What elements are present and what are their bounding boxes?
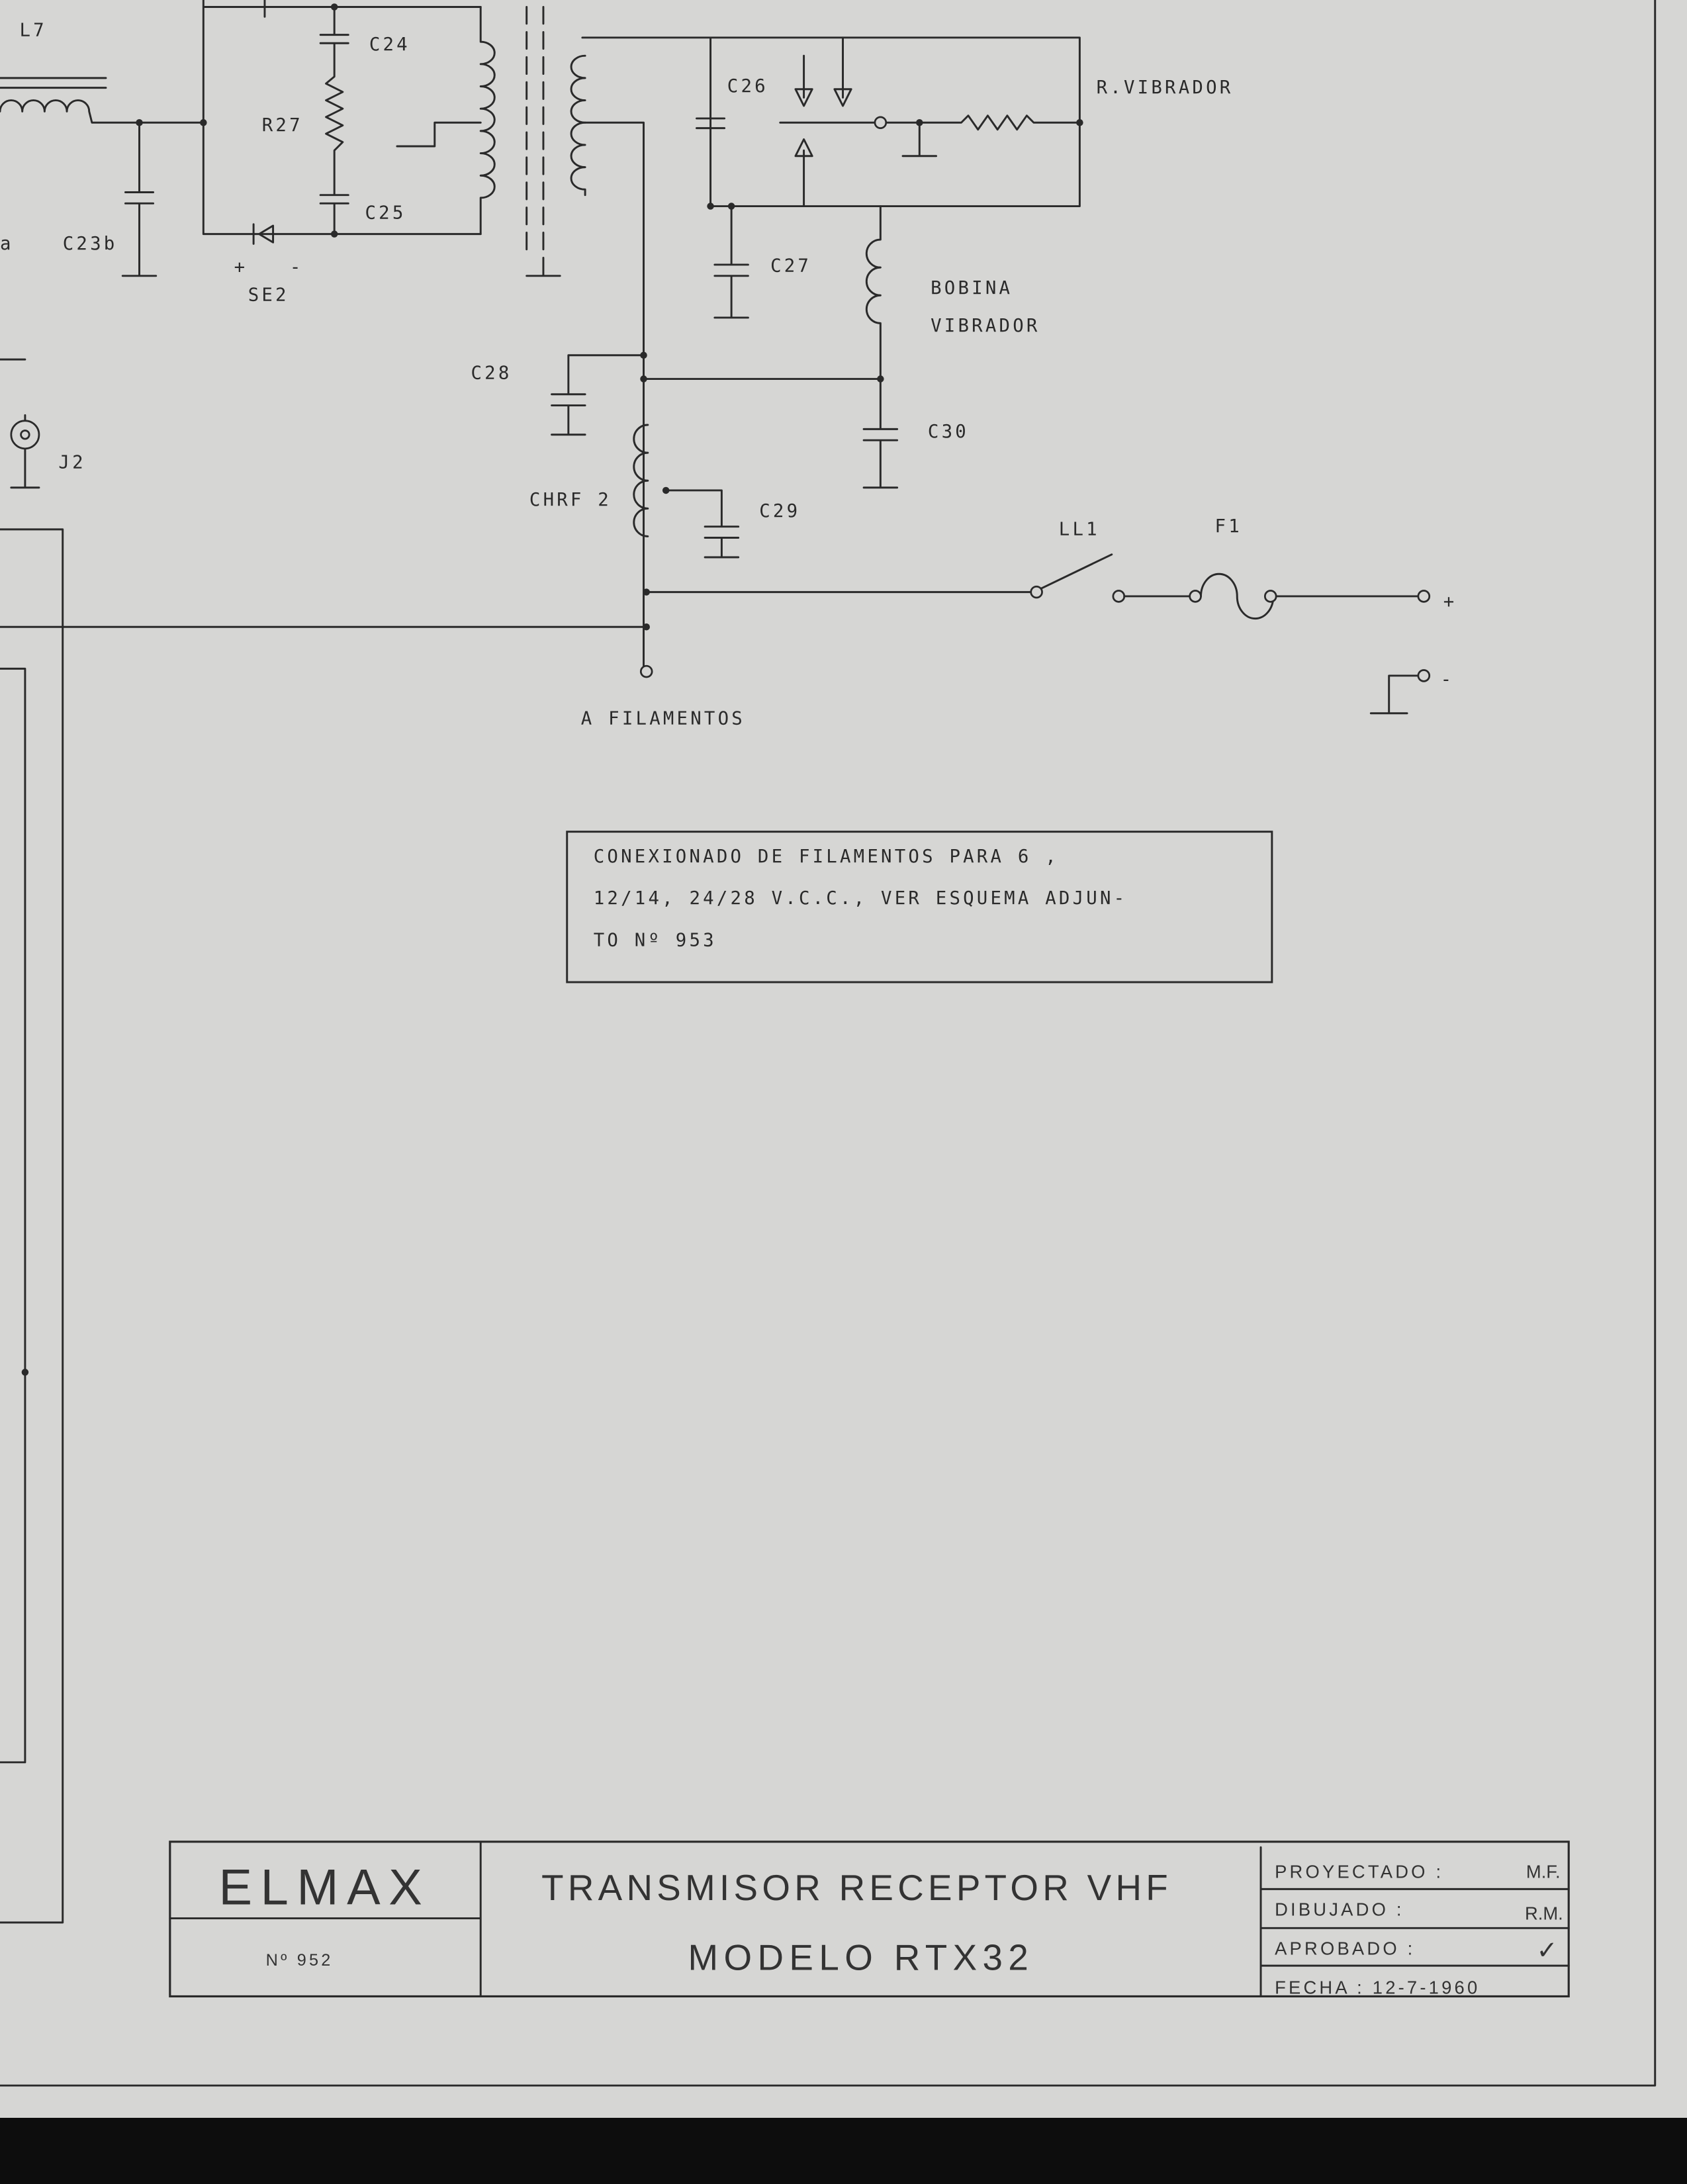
fuse-f1 bbox=[1123, 572, 1420, 620]
title-line-2: MODELO RTX32 bbox=[688, 1936, 1034, 1978]
scan-border bbox=[0, 2118, 1687, 2184]
label-chrf2: CHRF 2 bbox=[529, 490, 612, 510]
component-labels: L7 C24 R27 C25 a C23b + - SE2 C26 R.VIBR… bbox=[0, 21, 1457, 729]
label-c25: C25 bbox=[365, 203, 406, 223]
inductor-l7 bbox=[0, 99, 205, 124]
dibujado-value: R.M. bbox=[1525, 1903, 1563, 1924]
switch-ll1 bbox=[645, 553, 1113, 594]
label-c29: C29 bbox=[759, 501, 800, 522]
label-minus-terminal: - bbox=[1441, 670, 1455, 690]
note-box: CONEXIONADO DE FILAMENTOS PARA 6 , 12/14… bbox=[566, 831, 1273, 983]
label-c28: C28 bbox=[471, 363, 512, 384]
capacitor-c27 bbox=[713, 205, 749, 319]
label-l7: L7 bbox=[19, 21, 46, 41]
label-se2-plus: + bbox=[234, 257, 248, 278]
bobina-vibrador-c30 bbox=[862, 205, 899, 489]
diode-se2 bbox=[252, 0, 275, 245]
l7-core bbox=[0, 77, 107, 89]
primary-tap-ground bbox=[396, 121, 482, 148]
note-line-3: TO Nº 953 bbox=[594, 930, 717, 950]
circuit-wires bbox=[0, 0, 1431, 1924]
label-c24: C24 bbox=[369, 34, 410, 55]
label-se2: SE2 bbox=[248, 285, 289, 306]
label-se2-minus: - bbox=[290, 257, 304, 278]
ground-terminal bbox=[1369, 674, 1420, 715]
vibrator-contacts bbox=[794, 36, 852, 208]
label-c27: C27 bbox=[770, 255, 811, 276]
label-a-filamentos: A FILAMENTOS bbox=[581, 709, 745, 729]
transformer-core bbox=[525, 6, 545, 259]
dibujado-label: DIBUJADO : bbox=[1275, 1899, 1404, 1919]
label-j2: J2 bbox=[58, 452, 85, 473]
vibrator-loop bbox=[581, 36, 1081, 208]
title-block: ELMAX Nº 952 TRANSMISOR RECEPTOR VHF MOD… bbox=[169, 1841, 1570, 1997]
note-line-2: 12/14, 24/28 V.C.C., VER ESQUEMA ADJUN- bbox=[594, 888, 1128, 909]
proyectado-value: M.F. bbox=[1526, 1862, 1561, 1882]
fecha-label: FECHA : 12-7-1960 bbox=[1275, 1977, 1480, 1997]
proyectado-label: PROYECTADO : bbox=[1275, 1862, 1443, 1882]
label-c30: C30 bbox=[928, 422, 969, 442]
company-name: ELMAX bbox=[218, 1860, 430, 1916]
label-plus-terminal: + bbox=[1443, 592, 1457, 612]
rectifier-loop bbox=[202, 0, 482, 236]
label-bobina: BOBINA bbox=[931, 278, 1013, 298]
aprobado-label: APROBADO : bbox=[1275, 1938, 1415, 1958]
r27-c24-c25 bbox=[319, 6, 349, 236]
label-vibrador: VIBRADOR bbox=[931, 316, 1040, 336]
label-a: a bbox=[0, 234, 14, 254]
transformer-primary bbox=[479, 6, 496, 236]
capacitor-c29 bbox=[664, 489, 740, 559]
label-ll1: LL1 bbox=[1059, 519, 1100, 539]
note-line-1: CONEXIONADO DE FILAMENTOS PARA 6 , bbox=[594, 846, 1059, 867]
transformer-secondary bbox=[570, 54, 586, 197]
drawing-number: Nº 952 bbox=[266, 1951, 334, 1970]
label-r-vibrador: R.VIBRADOR bbox=[1097, 77, 1234, 98]
title-line-1: TRANSMISOR RECEPTOR VHF bbox=[541, 1867, 1172, 1908]
label-r27: R27 bbox=[262, 115, 303, 136]
label-c26: C26 bbox=[727, 76, 768, 97]
capacitor-c28 bbox=[551, 354, 645, 436]
resistor-r-vibrador bbox=[779, 114, 1081, 158]
left-chassis bbox=[0, 528, 64, 1924]
choke-chrf2 bbox=[633, 424, 649, 537]
page-frame bbox=[0, 0, 1657, 2087]
capacitor-c26 bbox=[696, 117, 726, 130]
label-c23b: C23b bbox=[63, 234, 118, 254]
capacitor-c23b bbox=[121, 121, 158, 277]
aprobado-check: ✓ bbox=[1537, 1937, 1558, 1965]
label-f1: F1 bbox=[1215, 516, 1242, 537]
